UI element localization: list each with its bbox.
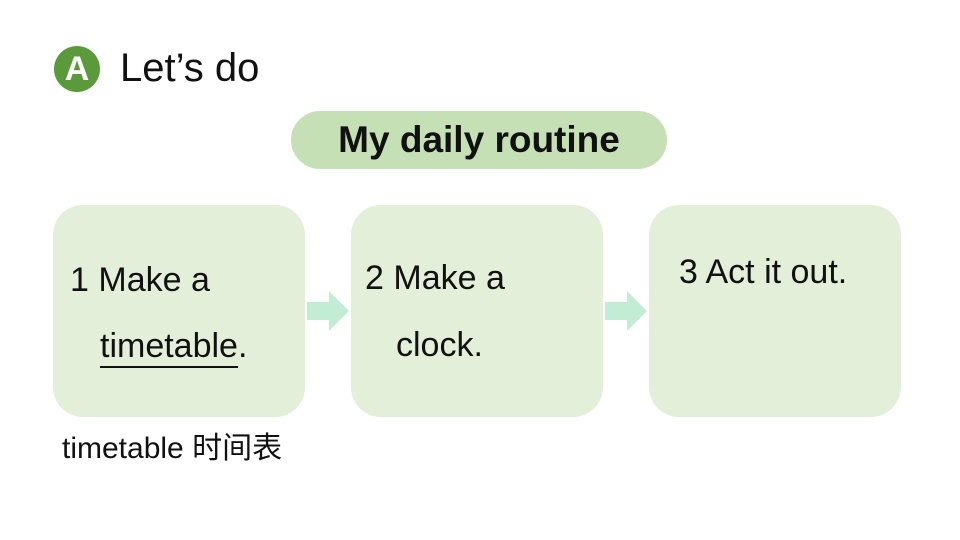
section-badge: A: [54, 46, 100, 92]
step-1-number: 1: [70, 261, 89, 299]
step-card-2: 2 Make a clock.: [351, 205, 603, 417]
vocabulary-translation: 时间表: [192, 432, 283, 465]
vocabulary-word: timetable: [62, 432, 184, 465]
step-2-line-2: clock.: [396, 326, 483, 364]
vocabulary-gloss: timetable 时间表: [62, 430, 282, 468]
step-3-text: Act it out.: [705, 253, 848, 291]
step-2-line-1: 2 Make a: [365, 258, 505, 298]
section-badge-letter: A: [64, 50, 90, 88]
step-2-number: 2: [365, 259, 384, 297]
step-card-3: 3 Act it out.: [649, 205, 901, 417]
step-card-1: 1 Make a timetable.: [53, 205, 305, 417]
right-arrow-icon: [605, 291, 647, 331]
routine-title: My daily routine: [338, 119, 620, 160]
section-title: Let’s do: [120, 46, 260, 90]
step-3-number: 3: [679, 253, 698, 291]
step-1-keyword-suffix: .: [237, 327, 248, 365]
step-1-keyword: timetable: [100, 327, 238, 368]
right-arrow-icon: [307, 291, 349, 331]
step-3-line-1: 3 Act it out.: [679, 252, 847, 292]
routine-title-pill: My daily routine: [291, 111, 667, 169]
step-2-text: Make a: [393, 259, 505, 297]
step-1-line-1: 1 Make a: [70, 260, 210, 300]
step-1-line-2: timetable.: [100, 326, 248, 368]
step-1-text: Make a: [98, 261, 210, 299]
